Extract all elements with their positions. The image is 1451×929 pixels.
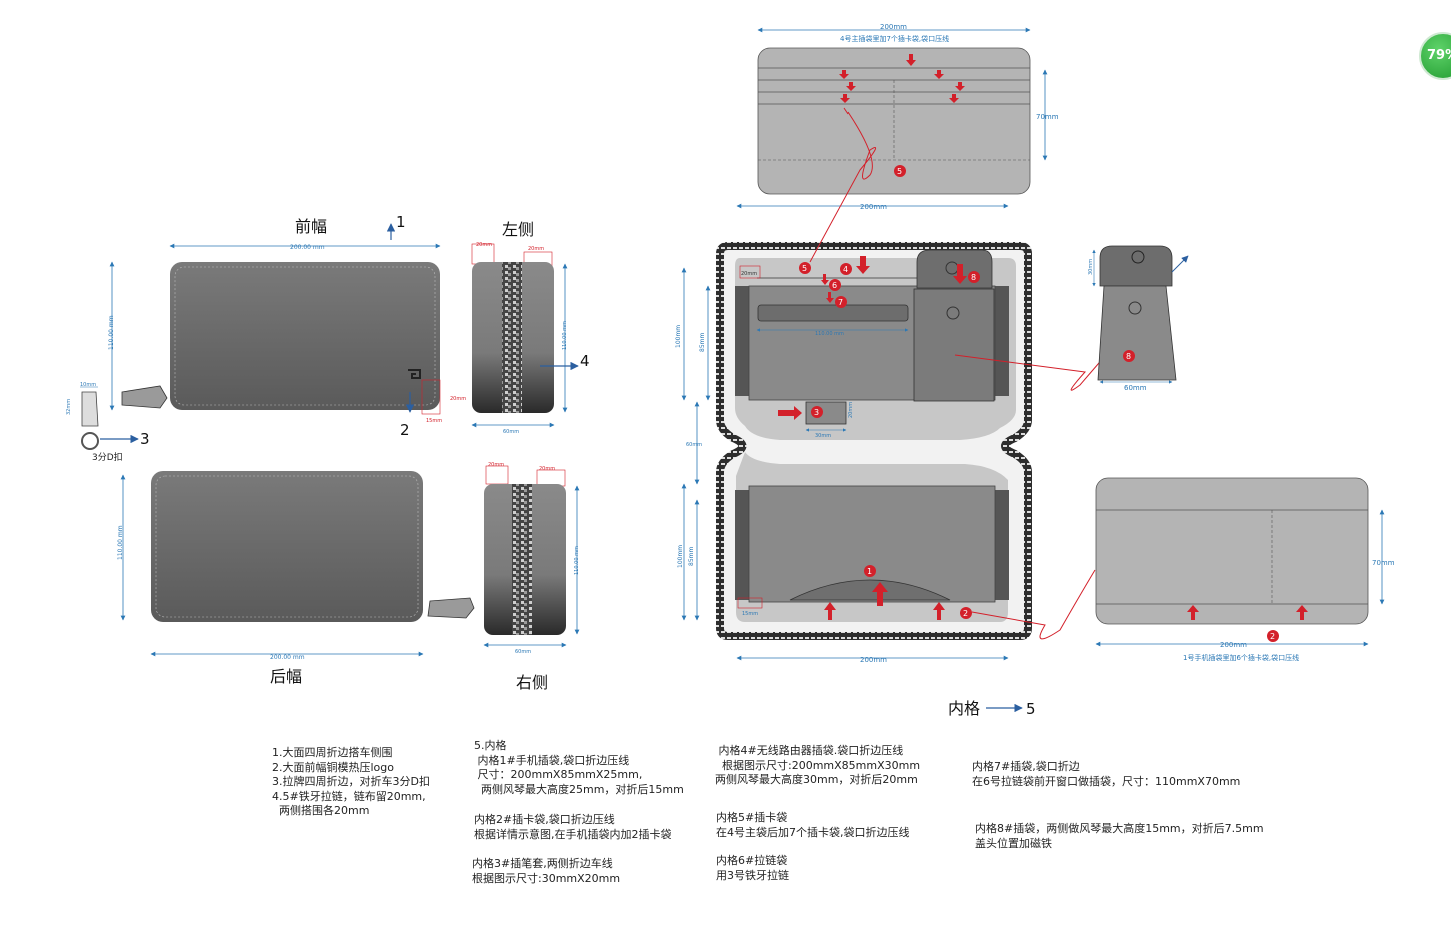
left-title: 左侧	[502, 220, 534, 239]
left-zipper	[502, 262, 522, 413]
right-height-dim: 110.00 mm	[574, 546, 580, 575]
pocket-4-detail: 200mm 4号主插袋里加7个插卡袋,袋口压线 70mm 5	[757, 23, 1059, 195]
right-margin-dim-b: 20mm	[539, 466, 555, 472]
tag-h-dim: 32mm	[66, 399, 72, 415]
marker-5: 5	[802, 264, 807, 273]
right-margin-dim-a: 20mm	[488, 462, 504, 468]
interior-top-width: 200mm	[860, 203, 887, 211]
callout-4: 4	[580, 352, 590, 370]
interior-view: 200mm 110.00 mm 20mm 5 4 6 7 8	[675, 203, 1036, 718]
pocket8-height-dim: 30mm	[1088, 259, 1094, 275]
interior-top-h1: 100mm	[675, 325, 682, 348]
notes-inner-8: 内格8#插袋，两侧做风琴最大高度15mm，对折后7.5mm 盖头位置加磁铁	[975, 822, 1264, 850]
left-height-dim: 110.00 mm	[562, 321, 568, 350]
logo-mark	[408, 369, 421, 379]
pocket1-width-dim: 200mm	[1220, 641, 1247, 649]
back-width-dim: 200.00 mm	[270, 654, 305, 661]
marker-7: 7	[838, 298, 843, 307]
logo-w-dim: 15mm	[426, 418, 442, 424]
callout-3: 3	[140, 430, 150, 448]
marker-2-detail: 2	[1270, 632, 1275, 641]
left-margin-dim-b: 20mm	[528, 246, 544, 252]
d-ring-label: 3分D扣	[92, 451, 123, 463]
zipper-pull-front	[121, 385, 168, 409]
interior-corner-dim: 20mm	[741, 271, 757, 277]
front-panel	[170, 262, 440, 410]
front-view: 前幅 1 200.00 mm 110.00 mm 20mm 15mm 2	[108, 213, 466, 439]
right-width-dim: 60mm	[515, 649, 531, 655]
callout-1: 1	[396, 213, 406, 231]
interior-bottom-corner: 15mm	[742, 611, 758, 617]
marker-3: 3	[814, 408, 819, 417]
pocket1-height-dim: 70mm	[1372, 559, 1395, 567]
pocket1-panel	[1095, 477, 1369, 625]
notes-inner-1: 5.内格 内格1#手机插袋,袋口折边压线 尺寸：200mmX85mmX25mm,…	[474, 739, 684, 796]
pocket-1-detail: 70mm 200mm 2 1号手机插袋里加6个插卡袋,袋口压线	[1095, 477, 1395, 662]
front-height-dim: 110.00 mm	[108, 315, 115, 350]
notes-general: 1.大面四周折边搭车侧围 2.大面前幅铜模热压logo 3.拉牌四周折边，对折车…	[272, 746, 430, 817]
interior-zip-width: 110.00 mm	[815, 331, 844, 337]
pocket8-body	[1097, 285, 1177, 381]
zip-tag-detail: 10mm 32mm 3 3分D扣	[66, 382, 150, 463]
back-view: 110.00 mm 200.00 mm 后幅	[117, 471, 475, 686]
notes-inner-6: 内格6#拉链袋 用3号铁牙拉链	[716, 854, 789, 882]
tag-w-dim: 10mm	[80, 382, 96, 388]
pocket1-caption: 1号手机插袋里加6个插卡袋,袋口压线	[1183, 653, 1299, 662]
pocket-8-detail: 8 30mm 60mm	[1088, 245, 1189, 392]
pocket8-width-dim: 60mm	[1124, 384, 1147, 392]
callout-5: 5	[1026, 700, 1036, 718]
left-margin-dim-a: 20mm	[476, 242, 492, 248]
zipper-pull-back	[427, 597, 475, 619]
interior-title: 内格	[948, 699, 980, 718]
left-width-dim: 60mm	[503, 429, 519, 435]
pocket4-width-dim: 200mm	[880, 23, 907, 31]
marker-5-top: 5	[897, 167, 902, 176]
interior-bot-h1: 100mm	[677, 545, 684, 568]
marker-1: 1	[867, 567, 872, 576]
front-title: 前幅	[295, 217, 327, 236]
back-panel	[151, 471, 423, 622]
interior-bottom-width: 200mm	[860, 656, 887, 664]
pocket4-height-dim: 70mm	[1036, 113, 1059, 121]
back-title: 后幅	[270, 667, 302, 686]
notes-inner-5: 内格5#插卡袋 在4号主袋后加7个插卡袋,袋口折边压线	[716, 811, 910, 839]
marker-2: 2	[963, 609, 968, 618]
interior-gusset: 60mm	[686, 442, 702, 448]
pocket-8-interior	[913, 288, 995, 402]
marker-8: 8	[971, 273, 976, 282]
marker-4: 4	[843, 265, 848, 274]
front-width-dim: 200.00 mm	[290, 244, 325, 251]
right-zipper	[512, 484, 532, 635]
pen-h-dim: 20mm	[848, 402, 854, 418]
progress-badge: 79%	[1419, 32, 1451, 80]
right-title: 右侧	[516, 673, 548, 692]
right-side-view: 20mm 20mm 110.00 mm 60mm 右侧	[483, 462, 580, 692]
notes-inner-3: 内格3#插笔套,两侧折边车线 根据图示尺寸:30mmX20mm	[472, 857, 621, 885]
marker-6: 6	[832, 281, 837, 290]
back-height-dim: 110.00 mm	[117, 525, 124, 560]
notes-inner-7: 内格7#插袋,袋口折边 在6号拉链袋前开窗口做插袋，尺寸：110mmX70mm	[972, 760, 1241, 788]
marker-8-detail: 8	[1126, 352, 1131, 361]
notes-inner-2: 内格2#插卡袋,袋口折边压线 根据详情示意图,在手机插袋内加2插卡袋	[474, 813, 672, 841]
pocket4-caption: 4号主插袋里加7个插卡袋,袋口压线	[840, 34, 949, 43]
interior-top-h2: 85mm	[699, 333, 706, 352]
logo-h-dim: 20mm	[450, 396, 466, 402]
notes-inner-4: 内格4#无线路由器插袋.袋口折边压线 根据图示尺寸:200mmX85mmX30m…	[715, 744, 921, 786]
callout-2: 2	[400, 421, 410, 439]
left-side-view: 左侧 20mm 20mm 110.00 mm 60mm 4	[471, 220, 590, 435]
interior-bot-h2: 85mm	[688, 547, 695, 566]
pen-w-dim: 30mm	[815, 433, 831, 439]
